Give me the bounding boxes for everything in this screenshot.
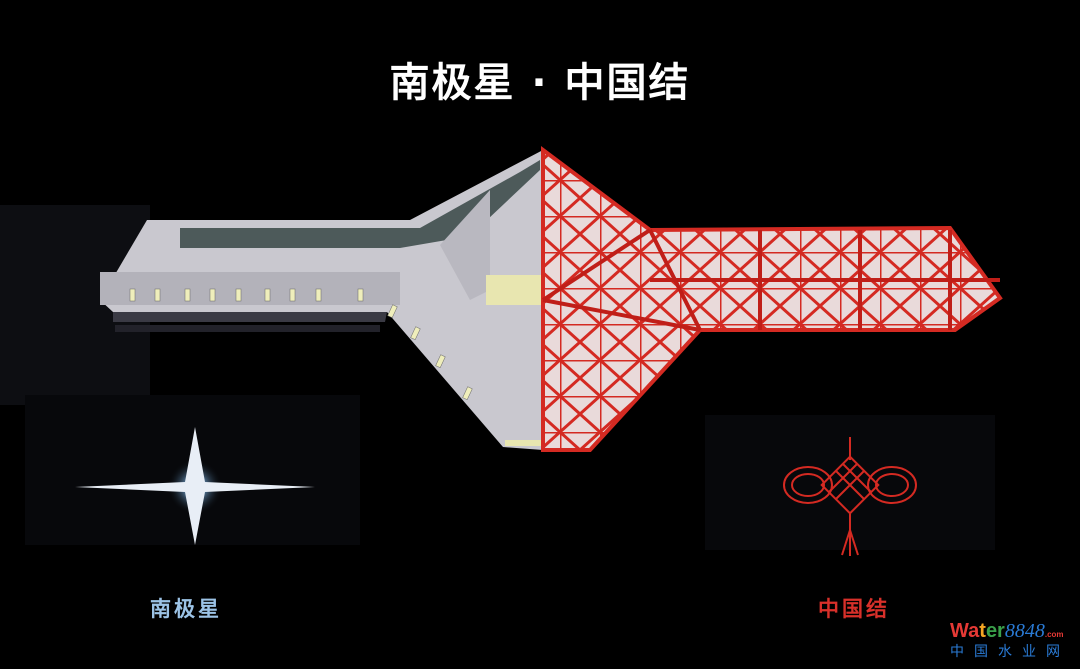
slide-title: 南极星 · 中国结 [389,60,691,106]
watermark-tld: .com [1044,630,1064,639]
south-star-icon [75,427,315,545]
south-star-caption: 南极星 [150,597,222,621]
watermark-brand-a: Wa [950,620,980,642]
chinese-knot-caption: 中国结 [818,597,890,621]
south-star-building [100,150,543,450]
watermark-brand-number: 8848 [1004,620,1045,642]
chinese-knot-icon [783,437,917,556]
watermark-logo: Water8848.com 中国水业网 [950,620,1075,661]
chinese-knot-frame [541,146,1003,452]
watermark-subtitle: 中国水业网 [950,644,1070,660]
watermark-brand-b: t [979,620,986,642]
watermark-brand-c: er [985,620,1005,642]
